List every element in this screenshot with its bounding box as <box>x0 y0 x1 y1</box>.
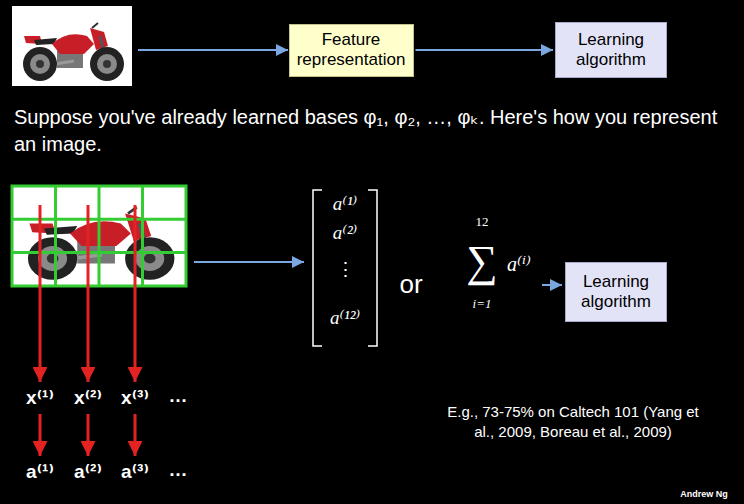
code-label: a⁽²⁾ <box>74 459 102 485</box>
flow-arrow <box>138 49 288 51</box>
patch-label: x⁽³⁾ <box>121 385 149 411</box>
intro-text: Suppose you've already learned bases φ₁,… <box>14 104 732 158</box>
author-mark: Andrew Ng <box>680 488 728 500</box>
box-text: Learning algorithm <box>572 272 660 313</box>
code-label: a⁽¹⁾ <box>26 459 54 485</box>
process-box: Feature representation <box>289 24 414 77</box>
patch-label: x⁽²⁾ <box>74 385 102 411</box>
matrix-bracket <box>313 190 322 346</box>
patch-grid <box>12 186 186 286</box>
citation-note: E.g., 73-75% on Caltech 101 (Yang et al.… <box>446 402 700 443</box>
code-label: … <box>169 457 188 483</box>
motorcycle-image <box>12 186 186 286</box>
flow-arrow <box>542 284 562 286</box>
process-box: Learning algorithm <box>555 22 667 78</box>
sum-limit: 12 <box>476 213 489 231</box>
patch-arrows <box>40 205 135 456</box>
matrix-bracket <box>368 190 377 346</box>
flow-arrow <box>194 261 304 263</box>
box-text: Learning algorithm <box>562 30 660 71</box>
code-label: a⁽³⁾ <box>121 459 149 485</box>
sum-term: a⁽ⁱ⁾ <box>507 251 531 278</box>
sum-limit: i=1 <box>473 295 492 313</box>
vector-dots: ⋮ <box>336 257 355 283</box>
box-text: Feature representation <box>296 30 407 71</box>
process-box: Learning algorithm <box>565 262 667 322</box>
vector-entry: a⁽²⁾ <box>333 220 358 246</box>
motorcycle-image <box>12 6 132 86</box>
patch-label: … <box>169 383 188 409</box>
vector-entry: a⁽¹²⁾ <box>330 305 360 331</box>
vector-entry: a⁽¹⁾ <box>333 191 358 217</box>
flow-arrow <box>416 49 554 51</box>
sum-symbol: ∑ <box>466 240 497 284</box>
patch-label: x⁽¹⁾ <box>26 385 54 411</box>
or-word: or <box>399 267 422 302</box>
